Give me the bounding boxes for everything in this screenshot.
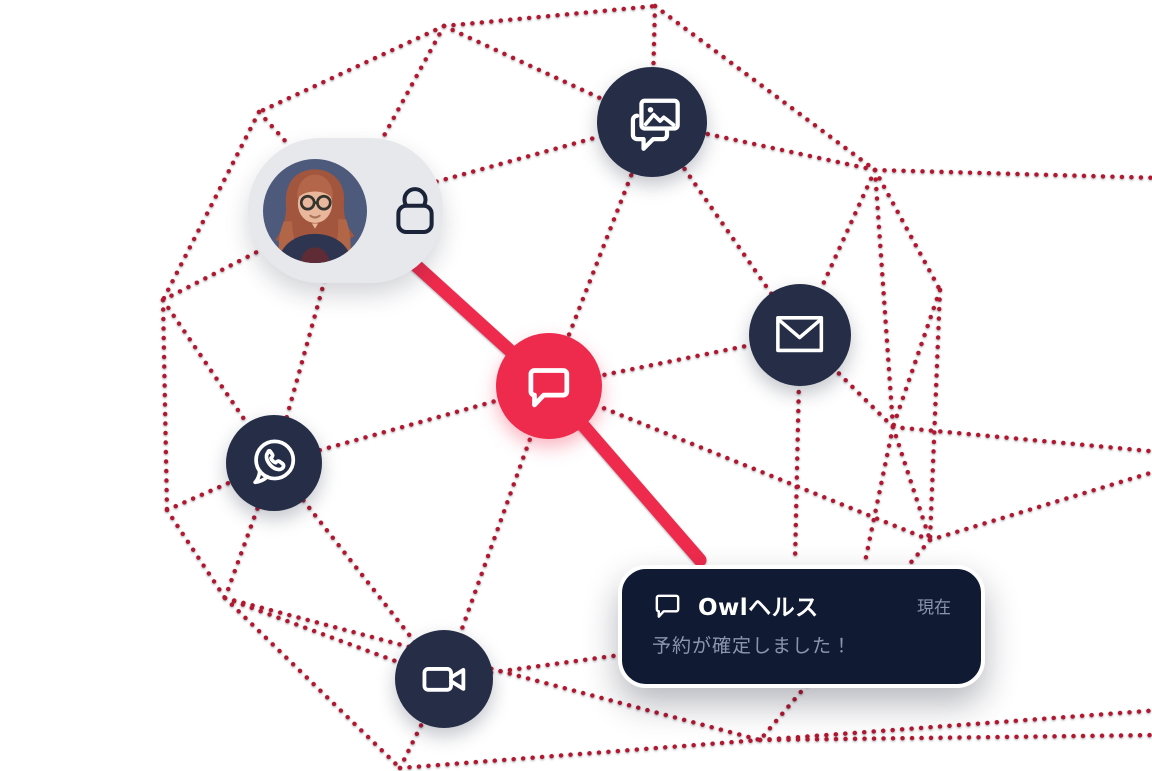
whatsapp-node [226,415,322,511]
wireframe-edge [160,297,170,513]
chat-bubble-icon [655,594,680,618]
wireframe-edge [872,167,1152,180]
wireframe-edge [890,287,943,430]
notification-title: Owlヘルス [698,595,819,621]
video-call-node [395,630,493,728]
wireframe-edge [862,424,896,565]
wireframe-edge [222,595,403,771]
wireframe-edge [927,470,1152,543]
wireframe-edge [872,167,896,430]
wireframe-edge [927,287,943,543]
notification-card: Owlヘルス 現在 予約が確定しました！ [618,565,985,688]
image-chat-icon [630,98,680,151]
wireframe-edge [890,424,1152,454]
wireframe-edge [397,676,447,771]
video-camera-icon [422,666,465,692]
wireframe-edge [757,732,1152,743]
wireframe-edge [546,383,933,543]
wireframe-edge [652,3,878,173]
wireframe-edge [160,109,262,303]
wireframe-edge [797,332,896,430]
notification-header: Owlヘルス 現在 [652,588,951,622]
whatsapp-icon [253,439,296,485]
chat-bubble-icon [528,368,570,408]
notification-time: 現在 [917,597,951,618]
chat-node [496,333,602,439]
wireframe-edge [757,708,1152,743]
wireframe-edge [441,3,658,29]
image-message-node [597,67,707,177]
wireframe-edge [397,737,763,771]
user-card [248,138,443,283]
wireframe-edge [271,204,348,466]
email-node [749,284,851,386]
user-avatar [263,158,367,263]
wireframe-edge [222,595,763,743]
envelope-icon [776,316,824,353]
wireframe-edge [164,460,277,513]
wireframe-edge [890,424,933,543]
wireframe-edge [872,167,943,293]
wireframe-edge [164,507,228,601]
lock-icon [387,178,443,244]
notification-message: 予約が確定しました！ [652,635,853,657]
wireframe-edge [222,595,447,682]
wireframe-edge [256,23,447,115]
